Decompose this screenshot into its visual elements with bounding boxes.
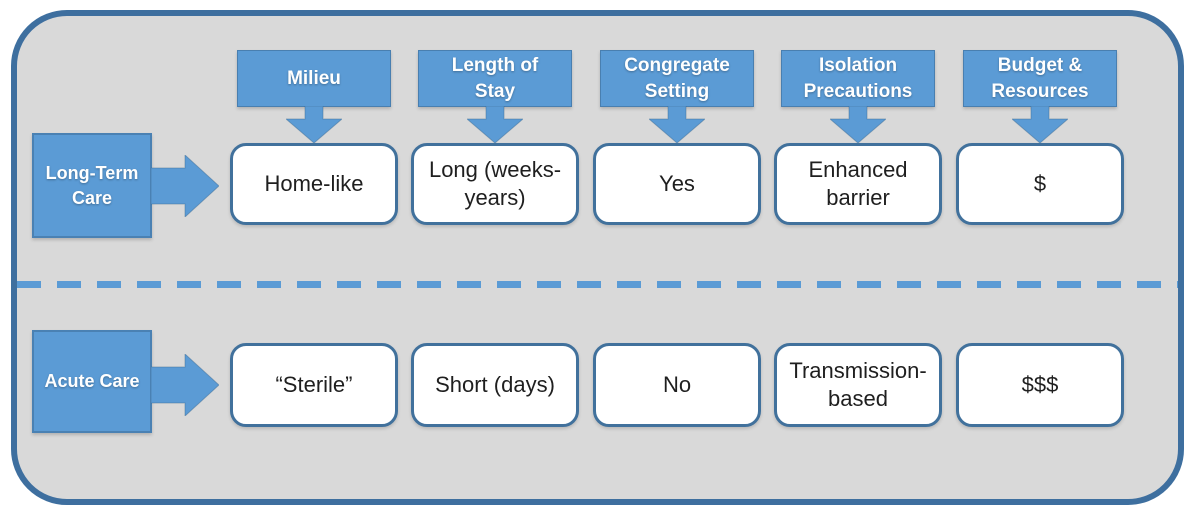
right-arrow-icon — [151, 155, 219, 217]
value-cell-acute-congregate-setting: No — [593, 343, 761, 427]
value-cell-acute-length-of-stay: Short (days) — [411, 343, 579, 427]
value-cell-ltc-milieu: Home-like — [230, 143, 398, 225]
value-cell-acute-budget: $$$ — [956, 343, 1124, 427]
column-header-milieu: Milieu — [237, 50, 391, 107]
column-header-isolation-precautions: Isolation Precautions — [781, 50, 935, 107]
row-label-long-term-care: Long-Term Care — [32, 133, 152, 238]
column-header-length-of-stay: Length of Stay — [418, 50, 572, 107]
value-cell-ltc-isolation-precautions: Enhanced barrier — [774, 143, 942, 225]
down-arrow-icon — [286, 106, 342, 143]
down-arrow-icon — [1012, 106, 1068, 143]
value-cell-ltc-congregate-setting: Yes — [593, 143, 761, 225]
down-arrow-icon — [467, 106, 523, 143]
dashed-divider-line — [17, 281, 1178, 288]
column-header-budget-resources: Budget & Resources — [963, 50, 1117, 107]
column-header-congregate-setting: Congregate Setting — [600, 50, 754, 107]
value-cell-acute-milieu: “Sterile” — [230, 343, 398, 427]
down-arrow-icon — [830, 106, 886, 143]
row-label-acute-care: Acute Care — [32, 330, 152, 433]
value-cell-ltc-length-of-stay: Long (weeks-years) — [411, 143, 579, 225]
value-cell-ltc-budget: $ — [956, 143, 1124, 225]
down-arrow-icon — [649, 106, 705, 143]
value-cell-acute-isolation-precautions: Transmission-based — [774, 343, 942, 427]
right-arrow-icon — [151, 354, 219, 416]
